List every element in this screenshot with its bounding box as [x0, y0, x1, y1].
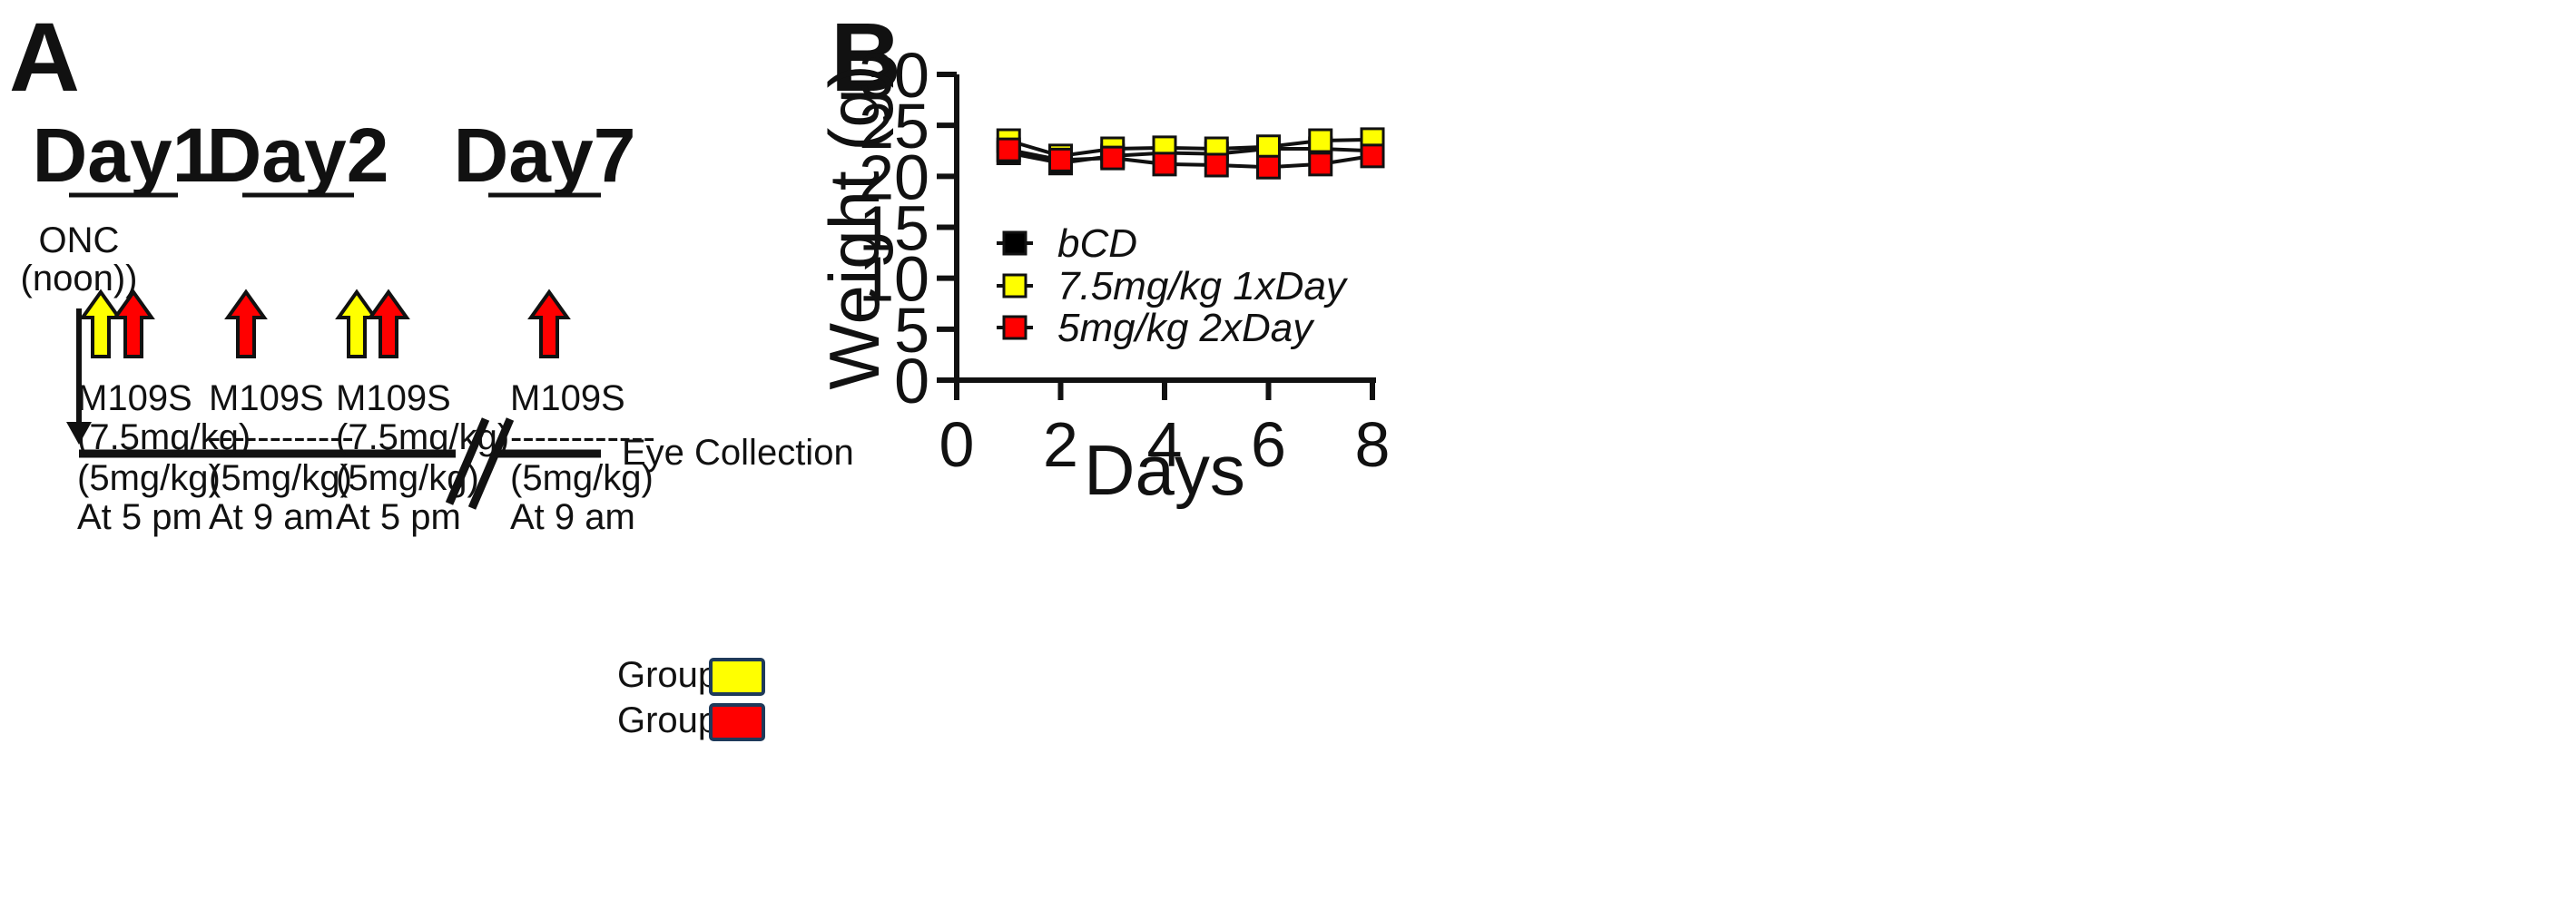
legend-marker [1002, 315, 1027, 340]
legend-label: bCD [1057, 221, 1137, 266]
x-tick-label: 8 [1355, 409, 1391, 480]
y-tick-label: 0 [894, 346, 929, 416]
y-tick-label: 25 [859, 91, 929, 161]
dose-label-line: M109S [209, 378, 324, 418]
axis-break-left [445, 417, 490, 505]
chart-series [996, 127, 1385, 180]
dose-label-line: ------------ [510, 417, 655, 457]
dose-label-line: (7.5mg/kg) [336, 417, 509, 457]
dose-label-line: (5mg/kg) [510, 458, 654, 498]
dose-arrow-group2 [527, 289, 571, 358]
data-point [1308, 152, 1333, 177]
dose-schedule: M109S(7.5mg/kg)(5mg/kg)At 5 pmM109S-----… [77, 289, 655, 537]
dose-label-line: At 5 pm [77, 497, 202, 537]
dose-label-line: (7.5mg/kg) [77, 417, 251, 457]
panel-b-letter: B [831, 2, 901, 112]
dose-label-line: At 5 pm [336, 497, 461, 537]
axis-break-right [467, 417, 515, 510]
panel-a-timeline: A Day1 Day2 Day7 ONC (noon)) Eye Collect… [9, 2, 854, 741]
data-point [996, 137, 1021, 162]
series-2 [996, 137, 1385, 180]
dose-label-line: ------------ [209, 417, 354, 457]
y-tick-label: 20 [859, 142, 929, 212]
y-axis-title: Weight (g) [814, 64, 894, 389]
dose-label-line: At 9 am [510, 497, 635, 537]
data-point [1204, 152, 1229, 178]
eye-collection-label: Eye Collection [622, 433, 854, 473]
dose-arrow-group2 [112, 289, 155, 358]
dose-label-line: M109S [77, 378, 192, 418]
y-tick-label: 30 [859, 40, 929, 111]
onc-arrow-head [66, 422, 92, 445]
data-point [1100, 145, 1126, 171]
dose-arrow-group2 [367, 289, 410, 358]
x-tick-label: 6 [1251, 409, 1286, 480]
dose-label-line: (5mg/kg) [336, 458, 479, 498]
dose-label-line: At 9 am [209, 497, 334, 537]
day-label-day1: Day1 [33, 113, 215, 198]
onc-label: ONC [39, 220, 120, 260]
onc-time-label: (noon)) [21, 259, 138, 298]
data-point [1256, 154, 1281, 180]
group-legend: Group 1 Group 2 [617, 655, 765, 741]
day-label-day2: Day2 [207, 113, 389, 198]
data-point [1152, 152, 1177, 177]
y-tick-label: 15 [859, 193, 929, 264]
x-tick-label: 0 [939, 409, 975, 480]
x-tick-label: 2 [1043, 409, 1078, 480]
dose-arrow-group1 [79, 289, 123, 358]
legend-marker [1002, 230, 1027, 256]
dose-label-line: M109S [336, 378, 451, 418]
dose-label-line: M109S [510, 378, 625, 418]
x-axis-title: Days [1084, 430, 1245, 510]
y-tick-label: 10 [859, 244, 929, 315]
data-point [1360, 143, 1385, 169]
y-tick-label: 5 [894, 295, 929, 366]
group2-legend-swatch [709, 703, 765, 741]
dose-arrow-group2 [224, 289, 268, 358]
group1-legend-swatch [709, 658, 765, 696]
panel-a-letter: A [9, 2, 80, 112]
day-label-day7: Day7 [454, 113, 636, 198]
dose-label-line: (5mg/kg) [77, 458, 221, 498]
data-point [1256, 134, 1281, 160]
legend-label: 7.5mg/kg 1xDay [1057, 264, 1349, 308]
data-point [1048, 147, 1073, 172]
dose-arrow-group1 [335, 289, 379, 358]
x-tick-label: 4 [1147, 409, 1183, 480]
dose-label-line: (5mg/kg) [209, 458, 352, 498]
legend-label: 5mg/kg 2xDay [1057, 306, 1315, 350]
data-point [1308, 128, 1333, 153]
legend-marker [1002, 273, 1027, 298]
